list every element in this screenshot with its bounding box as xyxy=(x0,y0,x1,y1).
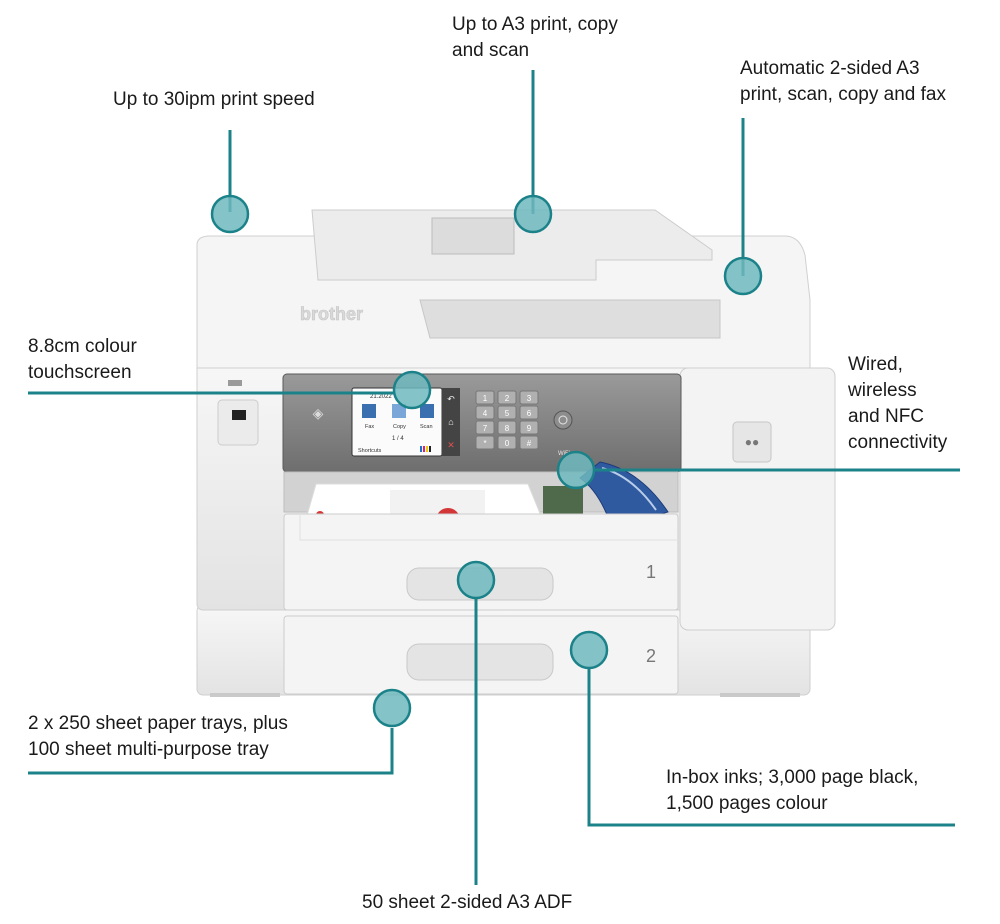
keypad-key[interactable] xyxy=(497,420,517,435)
keypad-key[interactable] xyxy=(519,420,539,435)
keypad-key[interactable] xyxy=(497,435,517,450)
wifi-label: WiFi xyxy=(558,451,570,457)
tray-1-number: 1 xyxy=(646,562,656,582)
marker-inks xyxy=(569,630,609,670)
marker-tray-1 xyxy=(456,560,496,600)
keypad-key-label: 1 xyxy=(483,394,488,403)
tray-2-number: 2 xyxy=(646,646,656,666)
keypad-key-label: * xyxy=(483,439,486,448)
callout-inks: In-box inks; 3,000 page black, 1,500 pag… xyxy=(666,767,919,814)
keypad-key[interactable] xyxy=(475,390,495,405)
keypad-key[interactable] xyxy=(519,390,539,405)
ink-handle xyxy=(732,421,772,463)
marker-duplex xyxy=(723,256,763,296)
keypad-key-label: 4 xyxy=(483,409,488,418)
screen-shortcuts[interactable]: Shortcuts xyxy=(358,448,381,454)
cancel-icon[interactable]: ✕ xyxy=(447,440,455,450)
keypad-key[interactable] xyxy=(497,405,517,420)
screen-item-copy[interactable]: Copy xyxy=(393,424,406,430)
keypad-key-label: 8 xyxy=(505,424,510,433)
keypad-key[interactable] xyxy=(475,420,495,435)
keypad-key-label: 9 xyxy=(527,424,532,433)
home-icon[interactable]: ⌂ xyxy=(448,417,453,427)
usb-port xyxy=(232,410,246,420)
numeric-keypad: 1 2 3 4 5 6 7 8 9 * 0 # xyxy=(475,390,539,450)
marker-touchscreen xyxy=(392,370,432,410)
screen-page-indicator: 1 / 4 xyxy=(392,436,404,442)
keypad-key-label: 0 xyxy=(505,439,510,448)
keypad-key-label: # xyxy=(527,439,532,448)
tray-2-handle[interactable] xyxy=(406,643,554,681)
callout-trays: 2 x 250 sheet paper trays, plus 100 shee… xyxy=(28,713,288,760)
keypad-key[interactable] xyxy=(519,435,539,450)
keypad-key[interactable] xyxy=(475,405,495,420)
callout-adf: 50 sheet 2-sided A3 ADF xyxy=(362,892,573,913)
screen-item-scan[interactable]: Scan xyxy=(420,424,433,430)
callout-line-inks xyxy=(587,668,955,827)
power-button[interactable] xyxy=(553,410,573,430)
callout-duplex: Automatic 2-sided A3 print, scan, copy a… xyxy=(740,58,946,105)
ink-drop-icon: ●● xyxy=(745,435,760,449)
usb-port-area xyxy=(217,399,259,446)
keypad-key[interactable] xyxy=(497,390,517,405)
ink-compartment xyxy=(679,367,836,631)
callout-line-trays xyxy=(28,728,394,775)
keypad-key-label: 5 xyxy=(505,409,510,418)
nfc-icon: ◈ xyxy=(313,405,324,421)
keypad-key-label: 3 xyxy=(527,394,532,403)
keypad-key-label: 6 xyxy=(527,409,532,418)
screen-item-fax[interactable]: Fax xyxy=(365,424,374,430)
callout-touchscreen: 8.8cm colour touchscreen xyxy=(28,336,137,383)
brand-logo: brother xyxy=(300,304,363,324)
marker-trays xyxy=(372,688,412,728)
callout-a3: Up to A3 print, copy and scan xyxy=(452,14,618,61)
callout-speed: Up to 30ipm print speed xyxy=(113,89,315,110)
callout-connectivity: Wired, wireless and NFC connectivity xyxy=(848,354,948,453)
marker-connectivity xyxy=(556,450,596,490)
back-icon[interactable]: ↶ xyxy=(447,394,455,404)
keypad-key-label: 2 xyxy=(505,394,510,403)
keypad-key[interactable] xyxy=(519,405,539,420)
screen-date: 21.2022 xyxy=(370,394,392,400)
keypad-key-label: 7 xyxy=(483,424,488,433)
marker-a3 xyxy=(513,194,553,234)
marker-speed xyxy=(210,194,250,234)
keypad-key[interactable] xyxy=(475,435,495,450)
